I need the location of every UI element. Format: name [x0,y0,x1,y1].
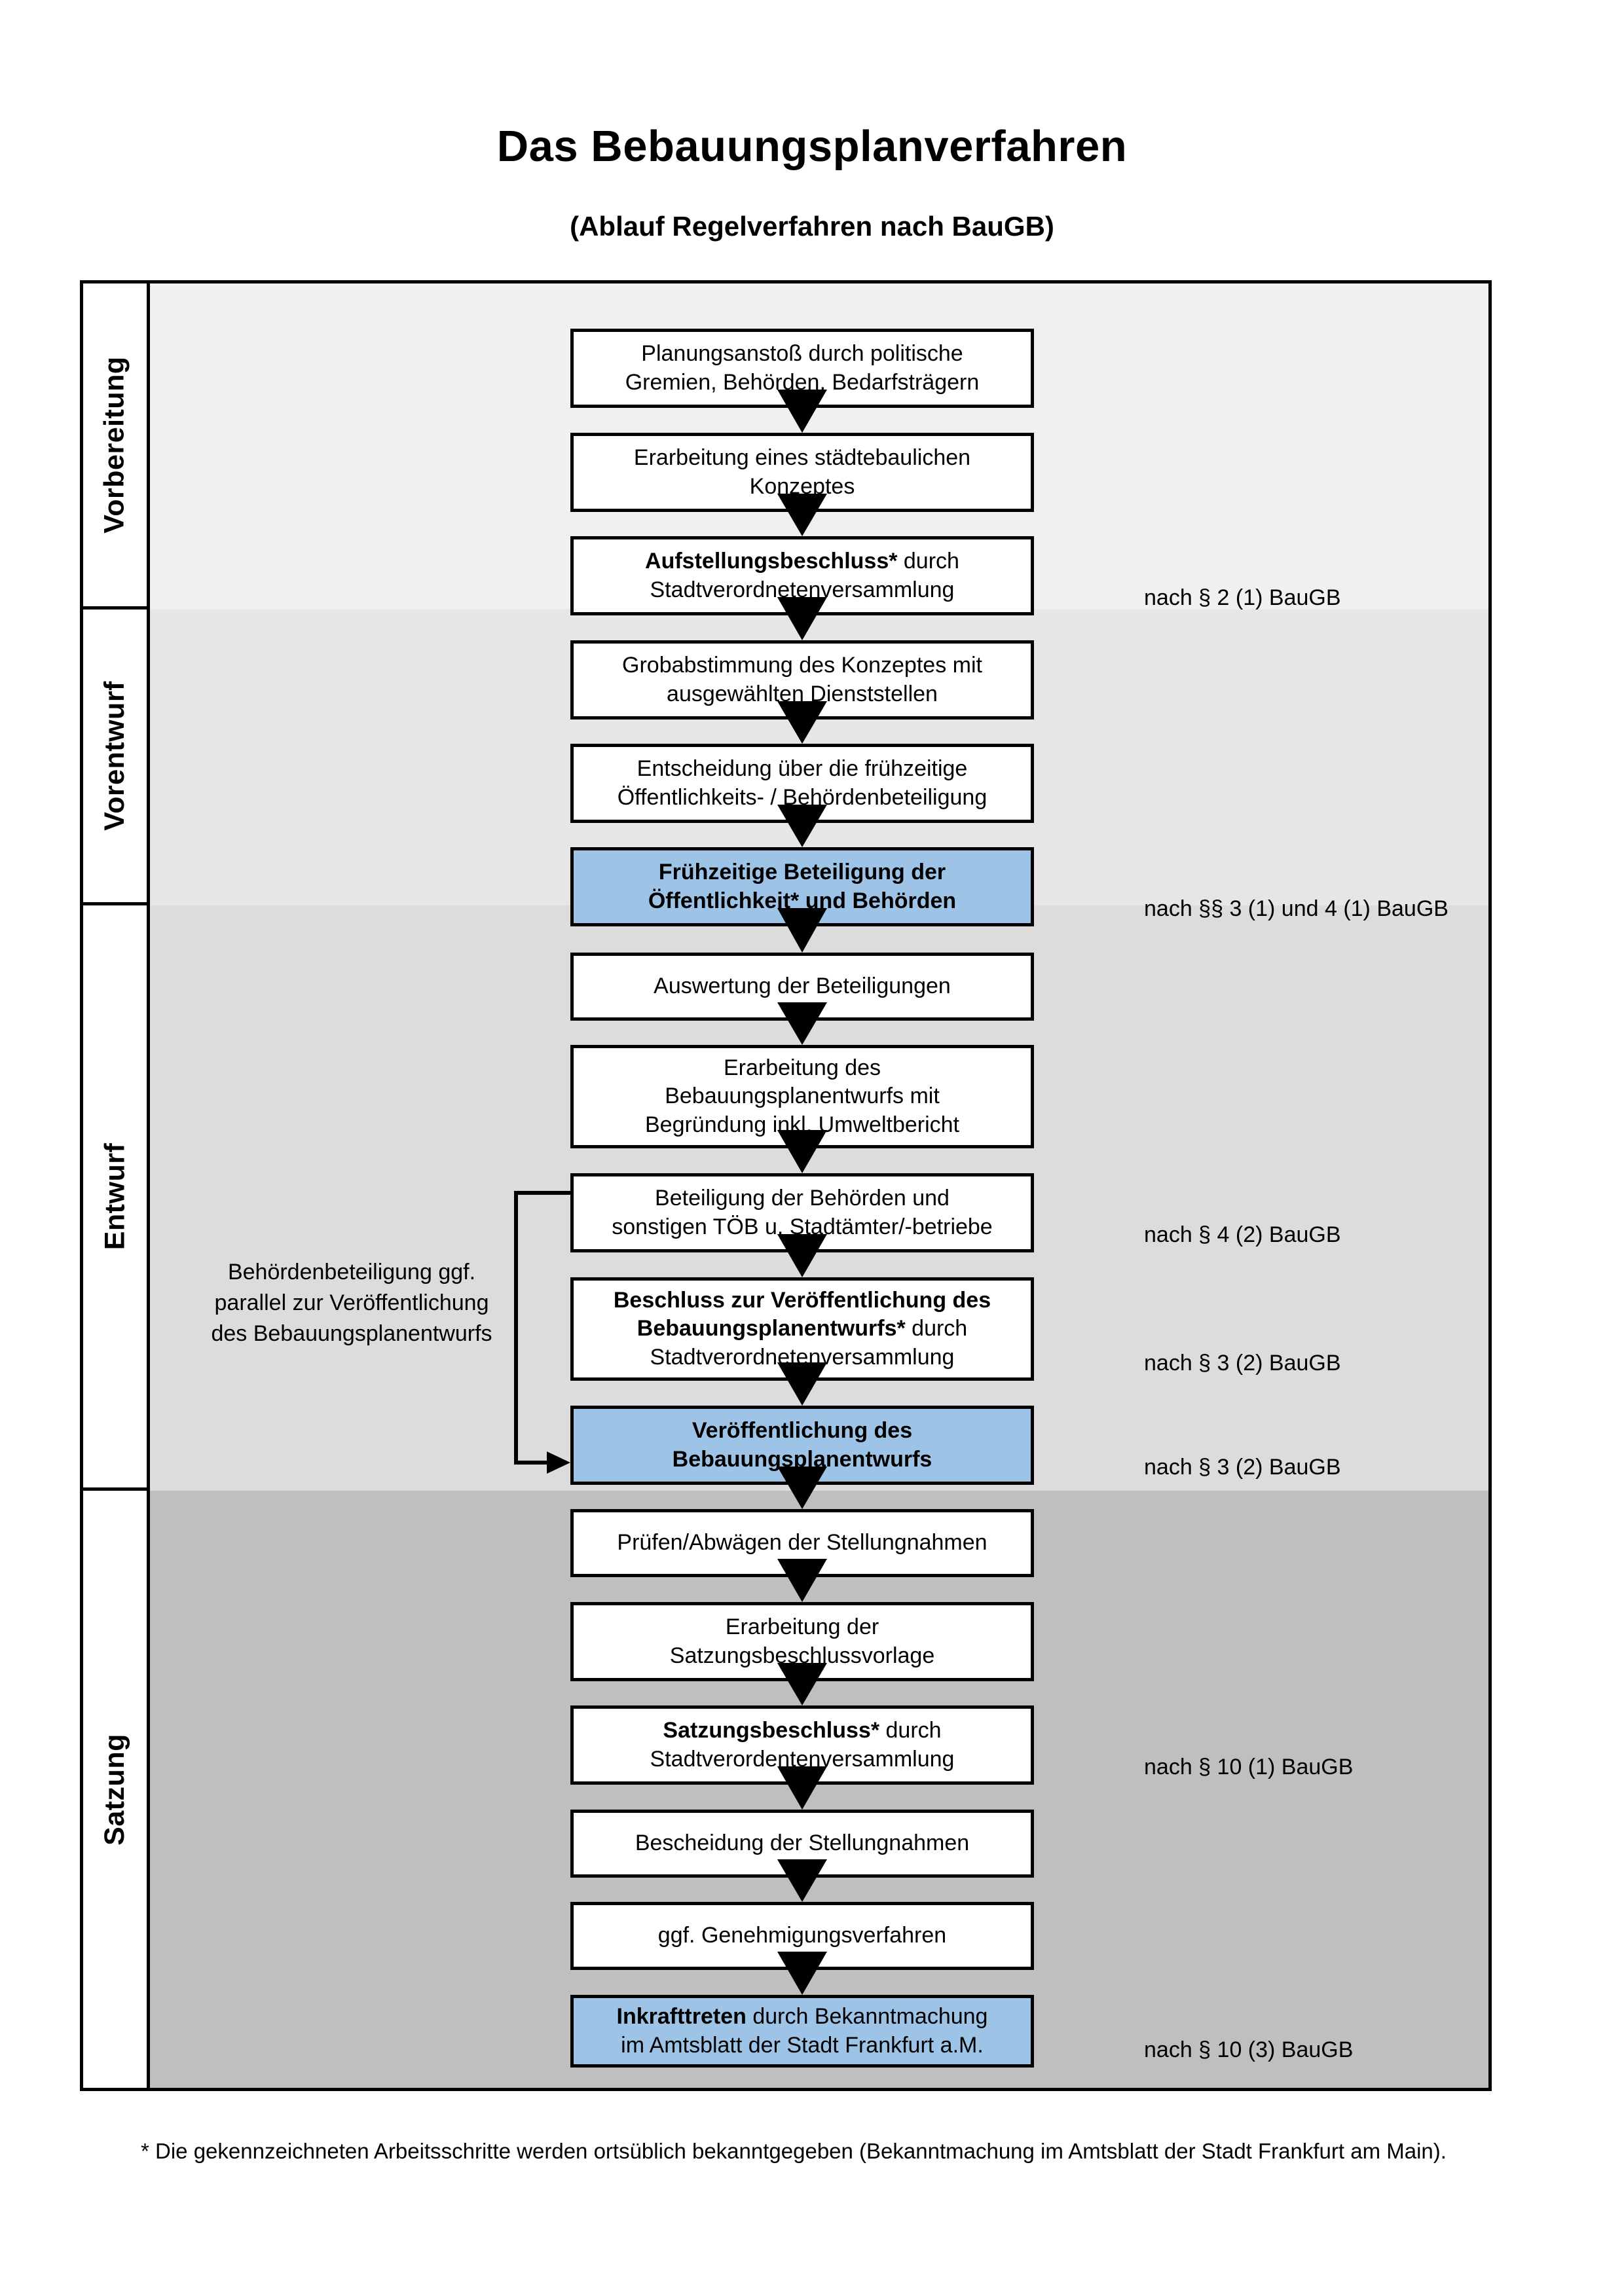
footnote: * Die gekennzeichneten Arbeitsschritte w… [141,2139,1447,2163]
flow-arrow-down [777,908,827,953]
flow-step-pruefen-abwaegen: Prüfen/Abwägen der Stellungnahmen [570,1509,1034,1577]
flow-step-text: Bescheidung der Stellungnahmen [635,1831,970,1856]
flow-step-text: Auswertung der Beteiligungen [654,974,951,999]
flow-arrow-down [777,1766,827,1810]
phase-label-cell-vorentwurf: Vorentwurf [83,610,147,905]
flow-arrow-down [777,701,827,744]
flow-arrow-down [777,494,827,536]
flow-arrow-down [777,1130,827,1173]
flow-step-text: ggf. Genehmigungsverfahren [657,1923,947,1948]
page-subtitle: (Ablauf Regelverfahren nach BauGB) [570,211,1054,242]
phase-label-cell-satzung: Satzung [83,1491,147,2088]
flow-arrow-down [777,390,827,433]
flow-arrow-down [777,1952,827,1995]
flow-arrow-down [777,805,827,847]
flow-arrow-down [777,1559,827,1602]
phase-label-cell-vorbereitung: Vorbereitung [83,283,147,610]
ref-beschluss: nach § 3 (2) BauGB [1144,1351,1341,1376]
ref-fruehzeitige: nach §§ 3 (1) und 4 (1) BauGB [1144,896,1449,921]
ref-beteiligung-behoerden: nach § 4 (2) BauGB [1144,1222,1341,1247]
flow-arrow-down [777,1467,827,1509]
ref-aufstellungsbeschluss: nach § 2 (1) BauGB [1144,585,1341,610]
flow-arrow-down [777,1663,827,1705]
flow-arrow-down [777,1859,827,1902]
flow-step-text: Prüfen/Abwägen der Stellungnahmen [617,1530,987,1556]
flow-arrow-down [777,1234,827,1277]
page-title: Das Bebauungsplanverfahren [496,122,1128,171]
flow-arrow-down [777,1362,827,1406]
phase-label-cell-entwurf: Entwurf [83,905,147,1491]
ref-inkrafttreten: nach § 10 (3) BauGB [1144,2037,1354,2062]
flow-arrow-down [777,1002,827,1045]
side-note: Behördenbeteiligung ggf. parallel zur Ve… [211,1260,492,1346]
flow-arrow-down [777,597,827,640]
ref-veroeffentlichung: nach § 3 (2) BauGB [1144,1455,1341,1480]
ref-satzungsbeschluss: nach § 10 (1) BauGB [1144,1755,1354,1779]
